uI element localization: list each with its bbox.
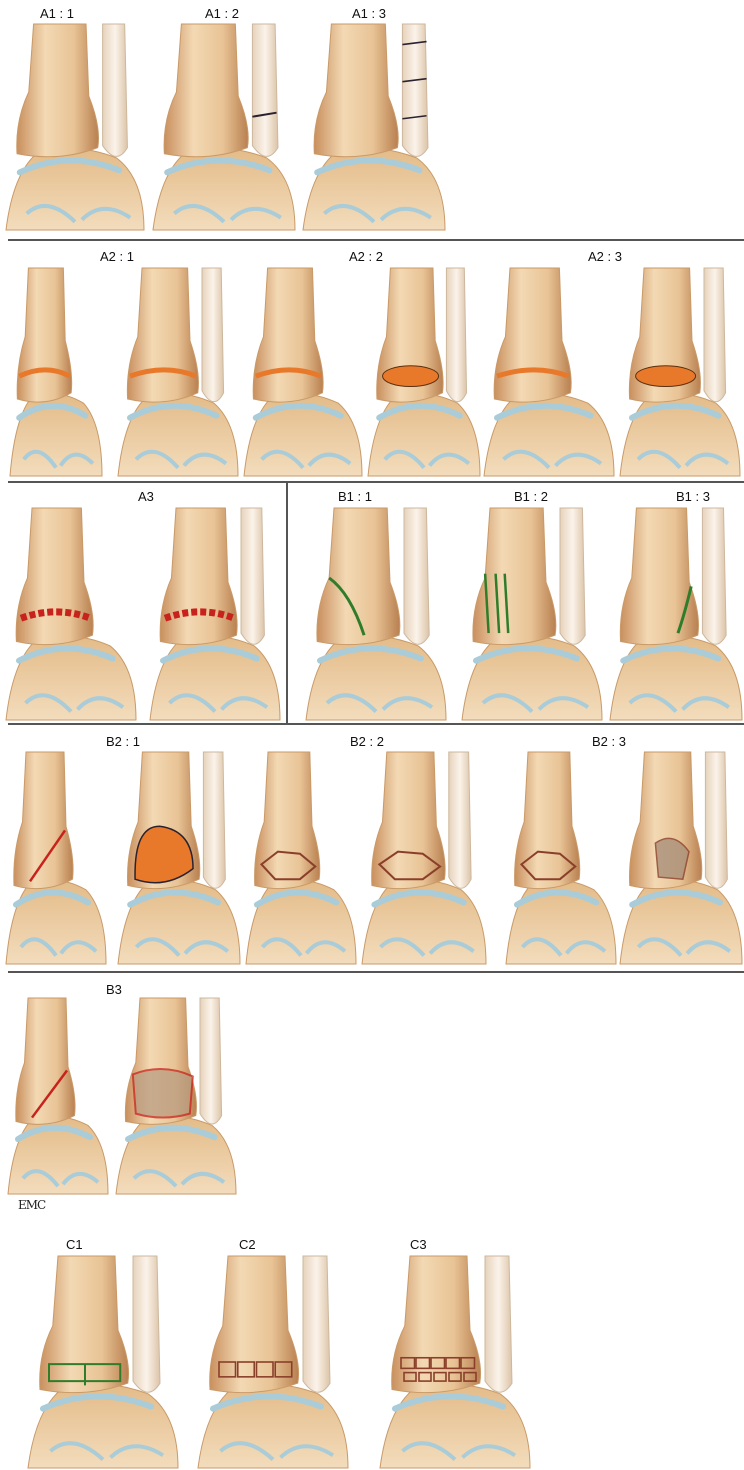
- label-a2-3: A2 : 3: [588, 249, 622, 264]
- divider-row-a1: [8, 239, 744, 241]
- b3a-illustration: [8, 998, 108, 1194]
- label-a2-2: A2 : 2: [349, 249, 383, 264]
- label-a2-1: A2 : 1: [100, 249, 134, 264]
- label-b2-2: B2 : 2: [350, 734, 384, 749]
- a1-2-illustration: [153, 24, 295, 230]
- b2-3a-illustration: [506, 752, 616, 964]
- b2-3b-illustration: [620, 752, 742, 964]
- b2-1a-illustration: [6, 752, 106, 964]
- label-b2-3: B2 : 3: [592, 734, 626, 749]
- a3b-illustration: [150, 508, 280, 720]
- b1-3-illustration: [610, 508, 742, 720]
- c2-illustration: [198, 1256, 348, 1468]
- label-b2-1: B2 : 1: [106, 734, 140, 749]
- label-a3: A3: [138, 489, 154, 504]
- emc-logo: EMC: [18, 1198, 45, 1212]
- a3a-illustration: [6, 508, 136, 720]
- a1-3-illustration: [303, 24, 445, 230]
- label-c3: C3: [410, 1237, 427, 1252]
- label-b1-3: B1 : 3: [676, 489, 710, 504]
- divider-row-a3-b1: [8, 723, 744, 725]
- b1-1-illustration: [306, 508, 446, 720]
- a2-1a-illustration: [10, 268, 102, 476]
- label-b1-1: B1 : 1: [338, 489, 372, 504]
- c1-illustration: [28, 1256, 178, 1468]
- a2-2a-illustration: [244, 268, 362, 476]
- c3-illustration: [380, 1256, 530, 1468]
- b2-1b-illustration: [118, 752, 240, 964]
- a1-1-illustration: [6, 24, 144, 230]
- a2-2b-illustration: [368, 268, 480, 476]
- divider-row-a2: [8, 481, 744, 483]
- label-b1-2: B1 : 2: [514, 489, 548, 504]
- label-a1-2: A1 : 2: [205, 6, 239, 21]
- label-c2: C2: [239, 1237, 256, 1252]
- label-b3: B3: [106, 982, 122, 997]
- label-a1-3: A1 : 3: [352, 6, 386, 21]
- divider-a3-b1: [286, 483, 288, 723]
- a2-1b-illustration: [118, 268, 238, 476]
- b3b-illustration: [116, 998, 236, 1194]
- b2-2b-illustration: [362, 752, 486, 964]
- divider-row-b2: [8, 971, 744, 973]
- a2-3b-illustration: [620, 268, 740, 476]
- label-a1-1: A1 : 1: [40, 6, 74, 21]
- label-c1: C1: [66, 1237, 83, 1252]
- b1-2-illustration: [462, 508, 602, 720]
- a2-3a-illustration: [484, 268, 614, 476]
- b2-2a-illustration: [246, 752, 356, 964]
